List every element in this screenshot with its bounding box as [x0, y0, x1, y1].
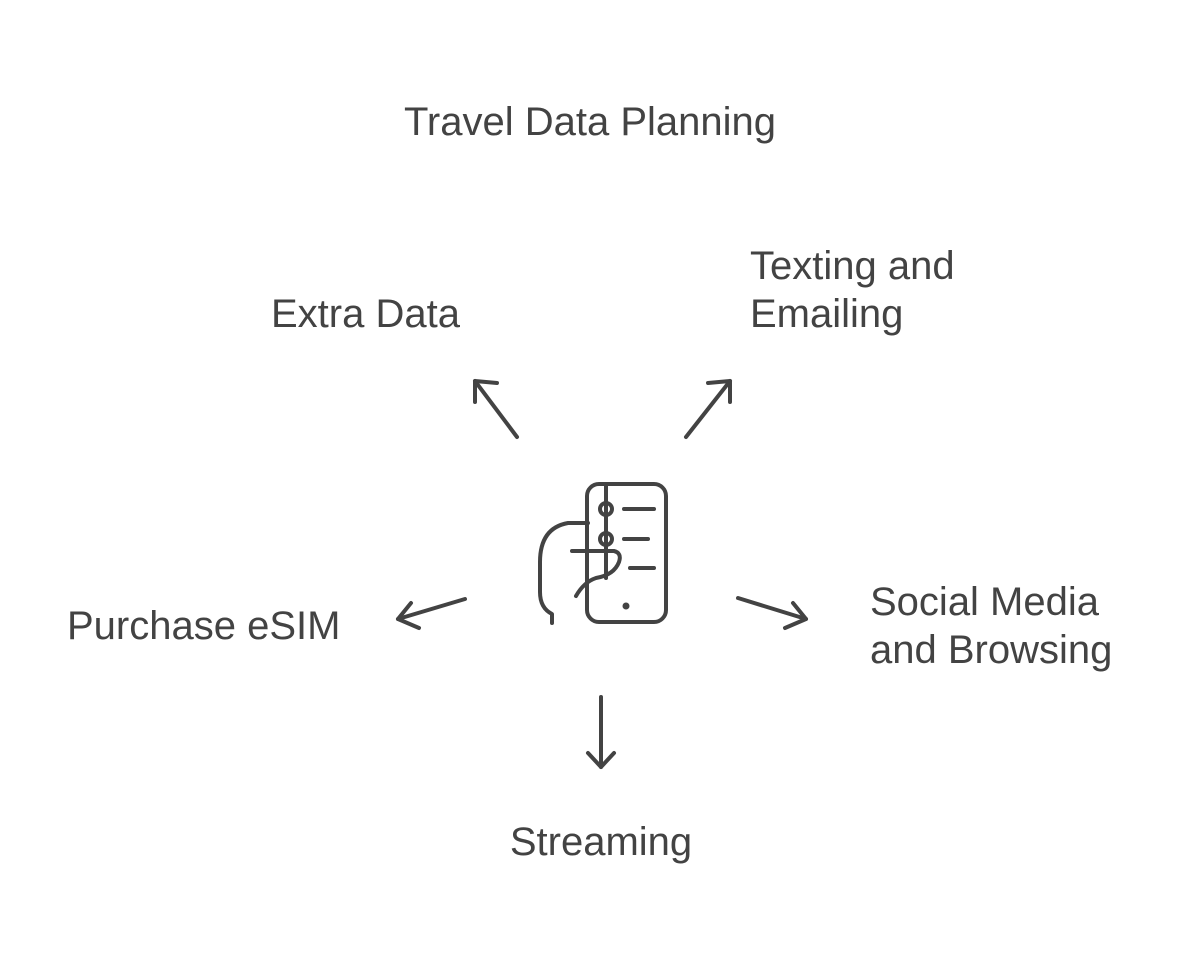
- hand-thumb: [570, 549, 622, 598]
- phone-timeline-node: [598, 501, 614, 517]
- branch-label-purchase-esim: Purchase eSIM: [67, 604, 341, 648]
- arrow-streaming: [586, 695, 616, 769]
- arrow-social: [736, 596, 808, 630]
- phone-home-dot: [622, 602, 630, 610]
- branch-label-social-media-and-browsing: Social Media and Browsing: [870, 580, 1113, 672]
- branch-label-streaming: Streaming: [509, 820, 693, 864]
- arrow-texting: [684, 379, 732, 439]
- diagram-title: Travel Data Planning: [403, 100, 777, 144]
- hand-back: [538, 521, 590, 625]
- arrow-extra-data: [473, 379, 519, 439]
- phone-in-hand-icon: [538, 482, 668, 625]
- phone-timeline-node: [598, 531, 614, 547]
- arrow-purchase: [396, 597, 467, 630]
- branch-label-extra-data: Extra Data: [271, 292, 460, 336]
- branch-label-texting-and-emailing: Texting and Emailing: [750, 244, 955, 336]
